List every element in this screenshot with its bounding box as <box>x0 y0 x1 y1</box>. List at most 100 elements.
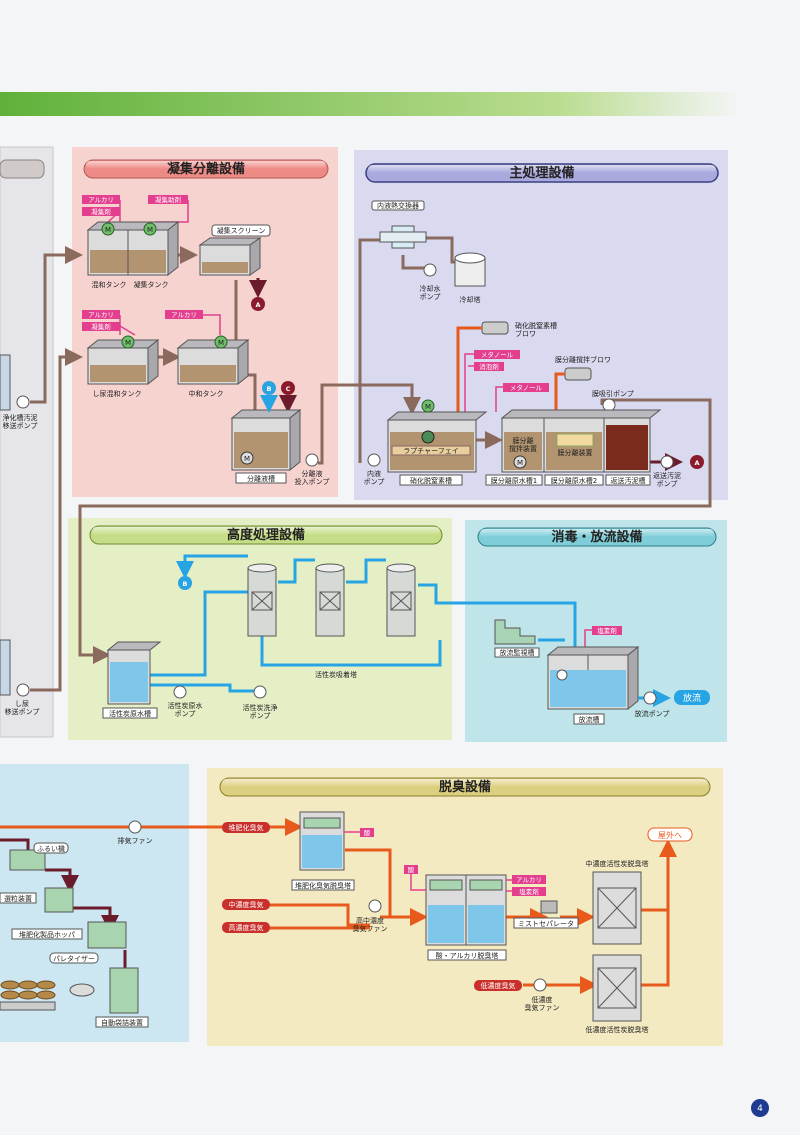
ac-wash-pump: 活性炭洗浄ポンプ <box>243 685 278 720</box>
svg-text:凝集スクリーン: 凝集スクリーン <box>217 226 266 235</box>
svg-text:M: M <box>105 226 111 234</box>
night-soil-mix-tank: M し尿混和タンク <box>86 335 160 398</box>
svg-text:自動袋詰装置: 自動袋詰装置 <box>101 1018 143 1027</box>
discharge-out: 放流 <box>674 690 710 705</box>
svg-text:内液熱交換器: 内液熱交換器 <box>377 201 419 210</box>
left-pump2-l2: 移送ポンプ <box>5 707 40 716</box>
svg-text:放流: 放流 <box>683 692 701 704</box>
svg-text:低濃度臭気: 低濃度臭気 <box>481 981 516 990</box>
section-title-adv: 高度処理設備 <box>89 525 443 545</box>
hm-fan: 高中濃度臭気ファン <box>353 899 388 933</box>
left-pump1-l2: 移送ポンプ <box>3 421 38 430</box>
main-tags: メタノール 消泡剤 メタノール <box>474 350 549 392</box>
svg-text:分離液槽: 分離液槽 <box>247 474 275 483</box>
sep-pump-l1: 分離液 <box>302 469 323 478</box>
return-pump-l1: 返送汚泥 <box>653 471 681 480</box>
svg-text:アルカリ: アルカリ <box>171 311 197 319</box>
svg-text:アルカリ: アルカリ <box>88 311 114 319</box>
svg-text:屋外へ: 屋外へ <box>658 830 682 840</box>
svg-text:M: M <box>125 339 131 347</box>
compost-deodor-tower: 酸 堆肥化臭気脱臭塔 <box>291 811 374 891</box>
page-number: 4 <box>751 1099 769 1117</box>
sep-pump-l2: 投入ポンプ <box>295 477 330 486</box>
section-title-left-stub <box>0 159 45 179</box>
blue-pipes <box>150 554 577 693</box>
svg-text:放流槽: 放流槽 <box>579 715 600 724</box>
cool-pump-l1: 冷却水 <box>420 284 441 293</box>
svg-text:活性炭吸着塔: 活性炭吸着塔 <box>315 670 357 679</box>
blower-2: 膜分離撹拌ブロワ <box>555 355 611 381</box>
hm-fan-l2: 臭気ファン <box>353 924 388 933</box>
mem-stir-l1: 膜分離 <box>513 436 534 445</box>
svg-text:凝集剤: 凝集剤 <box>91 322 111 331</box>
inner-pump: 内液ポンプ <box>364 453 385 486</box>
discharge-tank: 放流槽 <box>546 645 640 725</box>
svg-text:返送汚泥槽: 返送汚泥槽 <box>611 476 646 485</box>
left-pump1-l1: 浄化槽汚泥 <box>3 413 38 422</box>
coag-markers: A B C <box>251 297 295 395</box>
svg-text:主処理設備: 主処理設備 <box>509 165 574 181</box>
svg-text:A: A <box>255 301 260 309</box>
svg-text:分離液投入ポンプ: 分離液投入ポンプ <box>295 469 330 486</box>
svg-text:高度処理設備: 高度処理設備 <box>227 527 305 543</box>
svg-text:酸: 酸 <box>364 828 371 837</box>
heat-exchanger: 内液熱交換器 <box>371 200 427 249</box>
membrane-tanks: 膜分離撹拌装置 M 膜分離装置 膜分離原水槽1 膜分離原水槽2 返送汚泥槽 <box>485 409 662 486</box>
nitri-tank: M ラプチャーフェイ 硝化脱窒素槽 <box>386 399 488 486</box>
blower1-l2: ブロワ <box>515 329 536 338</box>
svg-text:中濃度臭気: 中濃度臭気 <box>229 900 264 909</box>
svg-text:ふるい機: ふるい機 <box>37 844 65 853</box>
section-title-coag: 凝集分離設備 <box>83 159 329 179</box>
svg-text:C: C <box>286 385 291 393</box>
acid-alkali-tower: 酸 アルカリ 塩素剤 酸・アルカリ脱臭塔 <box>404 865 546 961</box>
coag-screen: 凝集スクリーン <box>198 224 271 276</box>
low-fan-l1: 低濃度 <box>532 995 553 1004</box>
sep-pump: 分離液投入ポンプ <box>295 453 330 486</box>
return-pump: 返送汚泥ポンプ A <box>653 455 704 488</box>
exhaust-fan: 排気ファン <box>118 820 153 845</box>
hm-fan-l1: 高中濃度 <box>356 916 384 925</box>
mem-stir-l2: 撹拌装置 <box>509 444 537 453</box>
svg-text:浄化槽汚泥移送ポンプ: 浄化槽汚泥移送ポンプ <box>3 413 38 430</box>
left-pump2-l1: し尿 <box>15 700 29 708</box>
compost-machines: ふるい機 選粒装置 堆肥化製品ホッパ パレタイザー 自動袋詰装置 <box>0 842 149 1028</box>
svg-text:酸: 酸 <box>408 865 415 874</box>
svg-text:内液ポンプ: 内液ポンプ <box>364 469 385 486</box>
svg-text:B: B <box>183 580 188 588</box>
svg-text:低濃度臭気ファン: 低濃度臭気ファン <box>525 995 560 1012</box>
neutral-tank: M 中和タンク <box>176 335 250 398</box>
raw-pump-l1: 活性炭原水 <box>168 701 203 710</box>
svg-text:膜分離撹拌ブロワ: 膜分離撹拌ブロワ <box>555 355 611 364</box>
blower1-l1: 硝化脱窒素槽 <box>515 321 557 330</box>
svg-text:中濃度活性炭脱臭塔: 中濃度活性炭脱臭塔 <box>586 859 649 868</box>
svg-text:アルカリ: アルカリ <box>88 196 114 204</box>
chlorine-tag: 塩素剤 <box>584 626 622 652</box>
ac-towers: 活性炭吸着塔 <box>247 563 416 679</box>
deodor-pipes <box>270 839 677 994</box>
svg-text:M: M <box>147 226 153 234</box>
svg-text:M: M <box>244 455 250 463</box>
svg-text:M: M <box>425 403 431 411</box>
mid-carbon-tower: 中濃度活性炭脱臭塔 <box>586 859 649 945</box>
svg-text:メタノール: メタノール <box>510 383 543 392</box>
svg-text:膜分離原水槽2: 膜分離原水槽2 <box>551 476 597 485</box>
svg-text:M: M <box>517 459 523 467</box>
svg-text:し尿混和タンク: し尿混和タンク <box>93 389 142 398</box>
svg-text:M: M <box>218 339 224 347</box>
svg-text:硝化脱窒素槽ブロワ: 硝化脱窒素槽ブロワ <box>515 321 557 338</box>
mix-tanks: M M 混和タンク 凝集タンク <box>86 220 180 289</box>
svg-text:パレタイザー: パレタイザー <box>53 954 95 963</box>
svg-text:膜分離原水槽1: 膜分離原水槽1 <box>491 476 537 485</box>
svg-text:堆肥化臭気: 堆肥化臭気 <box>229 823 264 832</box>
svg-text:返送汚泥ポンプ: 返送汚泥ポンプ <box>653 471 681 488</box>
svg-text:塩素剤: 塩素剤 <box>597 626 617 635</box>
ac-raw-tank: 活性炭原水槽 <box>102 641 162 719</box>
svg-text:堆肥化製品ホッパ: 堆肥化製品ホッパ <box>19 930 75 939</box>
svg-text:活性炭原水ポンプ: 活性炭原水ポンプ <box>168 701 203 718</box>
svg-text:膜吸引ポンプ: 膜吸引ポンプ <box>592 389 634 398</box>
cool-pump-l2: ポンプ <box>420 293 441 301</box>
svg-text:冷却塔: 冷却塔 <box>460 295 481 304</box>
svg-text:高中濃度臭気ファン: 高中濃度臭気ファン <box>353 916 388 933</box>
svg-text:硝化脱窒素槽: 硝化脱窒素槽 <box>410 476 452 485</box>
inner-pump-l1: 内液 <box>367 469 381 478</box>
